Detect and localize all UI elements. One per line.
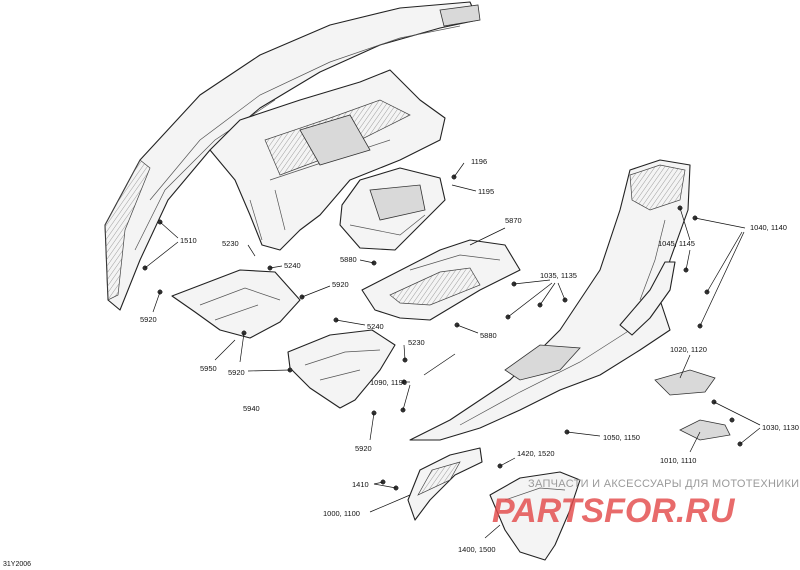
mud-flap-1400	[489, 471, 581, 561]
label-1400: 1400, 1500	[458, 545, 496, 554]
watermark: ЗАПЧАСТИ И АКСЕССУАРЫ ДЛЯ МОТОТЕХНИКИ PA…	[492, 478, 799, 530]
label-1020: 1020, 1120	[670, 345, 707, 354]
label-5240-b: 5240	[367, 322, 384, 331]
lower-trim-1000	[407, 447, 483, 521]
label-5230-b: 5230	[408, 338, 425, 347]
label-5870: 5870	[505, 216, 522, 225]
label-1045: 1045, 1145	[658, 239, 695, 248]
leader-lines	[144, 162, 761, 539]
diagram-reference: 31Y2006	[3, 561, 31, 568]
label-1010: 1010, 1110	[660, 456, 696, 465]
label-1420: 1420, 1520	[517, 449, 555, 458]
cover-1020	[654, 369, 716, 396]
watermark-logo: PARTSFOR.RU	[492, 492, 736, 530]
storage-bin-part	[339, 167, 446, 251]
label-1195: 1195	[478, 187, 494, 196]
label-5940: 5940	[243, 404, 260, 413]
cover-1010	[679, 419, 731, 441]
label-1035: 1035, 1135	[540, 271, 577, 280]
label-1000: 1000, 1100	[323, 509, 360, 518]
label-5920-a: 5920	[332, 280, 349, 289]
bracket-5940	[287, 329, 396, 409]
label-1040: 1040, 1140	[750, 223, 787, 232]
label-1090: 1090, 1190	[370, 378, 407, 387]
label-1050: 1050, 1150	[603, 433, 640, 442]
lower-side-panel	[409, 159, 691, 441]
label-5920-d: 5920	[355, 444, 372, 453]
watermark-caption: ЗАПЧАСТИ И АКСЕССУАРЫ ДЛЯ МОТОТЕХНИКИ	[528, 478, 799, 490]
part-labels: 1196 1195 1510 5230 5240 5870 5880 5920 …	[3, 157, 799, 568]
label-1030: 1030, 1130	[762, 423, 799, 432]
label-5880-a: 5880	[340, 255, 357, 264]
label-5880-b: 5880	[480, 331, 497, 340]
label-5230-a: 5230	[222, 239, 239, 248]
label-5240-a: 5240	[284, 261, 301, 270]
label-1510: 1510	[180, 236, 197, 245]
label-1196: 1196	[471, 157, 487, 166]
label-1410: 1410	[352, 480, 369, 489]
bracket-5950	[171, 269, 301, 339]
floor-tray-part	[361, 239, 521, 321]
dash-console	[209, 69, 446, 251]
label-5920-c: 5920	[228, 368, 245, 377]
label-5920-b: 5920	[140, 315, 157, 324]
label-5950: 5950	[200, 364, 217, 373]
